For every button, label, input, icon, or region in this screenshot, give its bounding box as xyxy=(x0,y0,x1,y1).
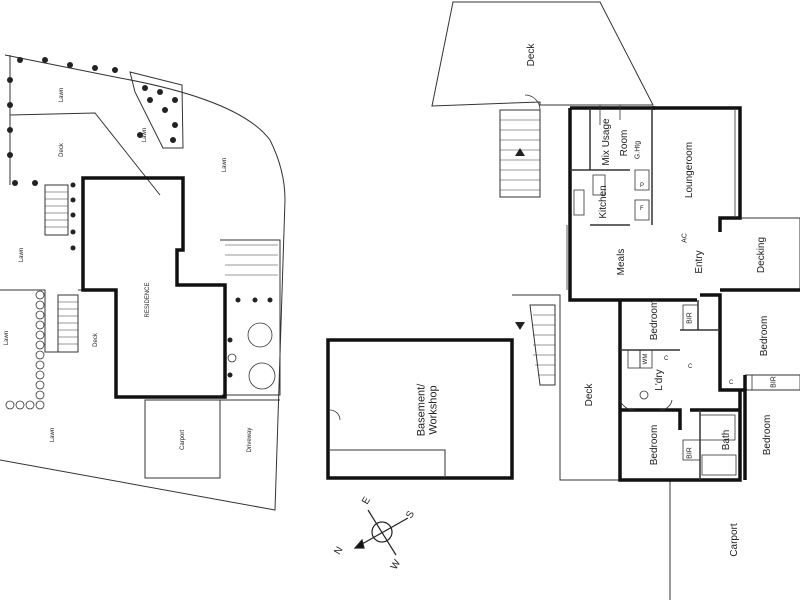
deck-side-label: Deck xyxy=(583,383,595,407)
window-lines xyxy=(566,108,736,290)
bir-label: BIR xyxy=(770,376,778,388)
lawn-label: Lawn xyxy=(221,157,228,173)
decking-outline xyxy=(738,217,800,291)
basement-label: Basement/ Workshop xyxy=(415,383,439,437)
bir-label: BIR xyxy=(686,312,694,324)
deck-top-label: Deck xyxy=(525,43,537,67)
garden-bed-top xyxy=(129,71,184,149)
decking-label: Decking xyxy=(755,236,767,274)
cupboard-label: C xyxy=(688,364,693,370)
garden-rows xyxy=(225,244,278,276)
deck-label: Deck xyxy=(92,333,99,347)
entry-label: Entry xyxy=(693,250,705,274)
bedroom-label: Bedroom xyxy=(761,414,773,456)
kitchen-label: Kitchen xyxy=(597,185,609,219)
gas-heating-label: G.Htg xyxy=(634,140,642,160)
door-swings xyxy=(329,94,673,421)
garden-edge xyxy=(0,289,78,353)
floor-plan xyxy=(326,1,800,600)
loungeroom-label: Loungeroom xyxy=(683,141,695,199)
deck-label: Deck xyxy=(58,143,65,157)
fixtures xyxy=(573,169,800,476)
basement-line-1: Basement/ xyxy=(415,383,428,437)
ac-label: AC xyxy=(681,233,689,243)
interior-walls xyxy=(570,108,720,480)
site-boundary xyxy=(0,54,286,511)
washing-machine-label: WM xyxy=(642,353,649,365)
deck-area-outline xyxy=(9,112,161,196)
laundry-label: L'dry xyxy=(653,369,665,391)
deck-top-outline xyxy=(431,1,654,107)
bedroom-label: Bedroom xyxy=(648,424,660,466)
lawn-label: Lawn xyxy=(141,127,148,143)
house-walls xyxy=(568,106,800,482)
shrub-markers xyxy=(7,57,273,378)
carport-outline xyxy=(144,399,221,479)
deck-side-outline xyxy=(512,294,625,481)
residence-label: RESIDENCE xyxy=(144,282,151,318)
stairs-left-2 xyxy=(57,294,79,353)
compass-rose xyxy=(353,509,409,556)
hedge-circles xyxy=(5,290,276,410)
bath-label: Bath xyxy=(720,429,732,451)
bedroom-label: Bedroom xyxy=(758,315,770,357)
lawn-label: Lawn xyxy=(18,247,25,263)
cupboard-label: C xyxy=(664,356,669,362)
site-plan xyxy=(0,54,286,511)
bedroom-label: Bedroom xyxy=(648,299,660,341)
bir-label: BIR xyxy=(686,447,694,459)
residence-outline xyxy=(81,176,227,399)
room-label: Room xyxy=(618,129,630,157)
entry-arrows xyxy=(515,148,525,330)
stair-top xyxy=(499,109,541,198)
stair-side xyxy=(529,304,556,386)
lawn-label: Lawn xyxy=(49,427,56,443)
stairs-left xyxy=(44,184,69,236)
carport-label: Carport xyxy=(179,429,186,451)
driveway-label: Driveway xyxy=(246,427,253,453)
basement-line-2: Workshop xyxy=(427,385,439,435)
garden-plot xyxy=(220,239,281,396)
meals-label: Meals xyxy=(615,248,627,276)
fridge-label: F xyxy=(640,206,644,212)
mix-usage-label: Mix Usage xyxy=(600,118,612,166)
lawn-label: Lawn xyxy=(58,87,65,103)
carport-label: Carport xyxy=(728,523,740,557)
basement-walls xyxy=(326,338,514,480)
pantry-label: P xyxy=(640,183,645,189)
cupboard-label: C xyxy=(729,380,734,386)
lawn-label: Lawn xyxy=(3,330,10,346)
